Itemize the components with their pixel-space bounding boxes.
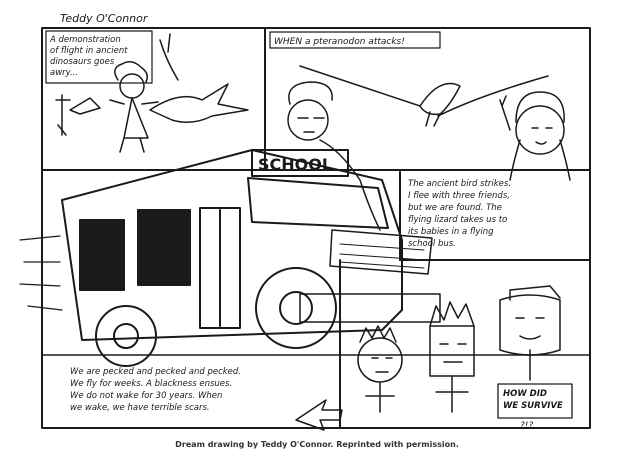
panel4-caption: We are pecked and pecked and pecked. We … — [70, 367, 343, 431]
bus-wheel-back — [95, 305, 157, 367]
image-caption: Dream drawing by Teddy O'Connor. Reprint… — [175, 440, 459, 449]
panel-borders — [41, 27, 591, 429]
bus-door — [199, 207, 241, 329]
svg-text:HOW DID WE SURVIVE: HOW DID WE SURVIVE — [503, 389, 563, 411]
signature: Teddy O'Connor — [60, 12, 149, 25]
speech-box: HOW DID WE SURVIVE ?!? — [497, 383, 573, 431]
bus-wheel-front — [255, 267, 337, 349]
svg-text:The ancient bird strikes.: The ancient bird strikes. I flee with th… — [408, 179, 514, 249]
panel1-figures — [55, 33, 249, 153]
panel2-caption: WHEN a pteranodon attacks! — [269, 31, 441, 49]
svg-text:WHEN a pteranodon attacks!: WHEN a pteranodon attacks! — [274, 37, 405, 47]
svg-text:We are pecked and pecked and p: We are pecked and pecked and pecked. We … — [70, 367, 244, 413]
panel2-figures — [287, 65, 571, 231]
bus-window-left — [79, 219, 125, 291]
panel3-caption: The ancient bird strikes. I flee with th… — [408, 179, 514, 249]
school-bus — [19, 149, 441, 367]
bus-window-mid — [137, 209, 191, 286]
panel5-figures — [357, 285, 561, 413]
school-sign: SCHOOL — [258, 155, 332, 174]
svg-text:?!?: ?!? — [520, 421, 533, 431]
svg-text:A demonstration of fligh: A demonstration of flight in ancient din… — [49, 35, 130, 78]
panel1-caption-box: A demonstration of flight in ancient din… — [45, 30, 153, 84]
